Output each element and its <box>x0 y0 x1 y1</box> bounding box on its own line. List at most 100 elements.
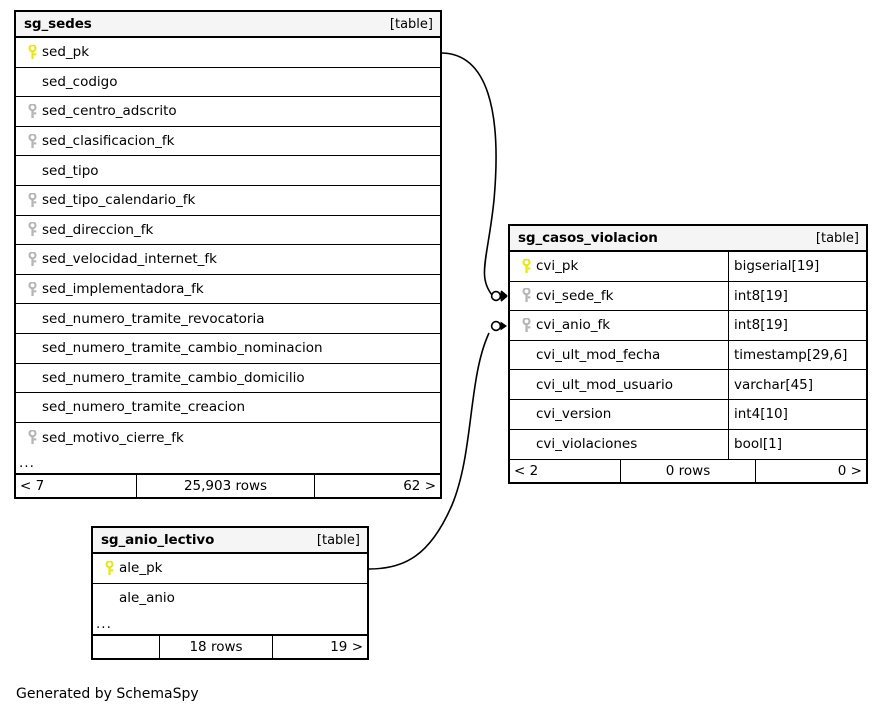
column-row[interactable]: sed_tipo_calendario_fk <box>16 186 440 216</box>
column-name: ale_anio <box>119 590 175 607</box>
column-row[interactable]: sed_numero_tramite_cambio_domicilio <box>16 364 440 394</box>
column-row[interactable]: cvi_anio_fk int8[19] <box>510 311 866 341</box>
column-row[interactable]: sed_velocidad_internet_fk <box>16 245 440 275</box>
footer-parents-count[interactable] <box>93 636 159 658</box>
column-row[interactable]: sed_centro_adscrito <box>16 97 440 127</box>
column-row[interactable]: sed_motivo_cierre_fk <box>16 423 440 453</box>
column-name: sed_velocidad_internet_fk <box>42 251 217 268</box>
table-sg-sedes[interactable]: sg_sedes [table] sed_pk sed_codigo sed_cen… <box>14 10 442 500</box>
column-name: sed_tipo_calendario_fk <box>42 192 196 209</box>
generated-by-caption: Generated by SchemaSpy <box>16 686 199 702</box>
column-row[interactable]: sed_numero_tramite_creacion <box>16 393 440 423</box>
column-row[interactable]: sed_tipo <box>16 156 440 186</box>
table-header-sg-casos-violacion: sg_casos_violacion [table] <box>510 226 866 252</box>
column-name-cell: sed_codigo <box>16 68 440 97</box>
column-name-cell: sed_numero_tramite_cambio_domicilio <box>16 364 440 393</box>
column-type: bigserial[19] <box>728 252 866 281</box>
column-name: cvi_anio_fk <box>536 317 611 334</box>
key-icon-slot <box>24 103 42 119</box>
table-kind-label: [table] <box>815 230 859 246</box>
footer-row-count: 0 rows <box>620 460 756 483</box>
column-name-cell: ale_pk <box>93 554 367 583</box>
primary-key-icon <box>521 258 531 273</box>
foreign-key-icon <box>521 288 531 303</box>
column-name: sed_implementadora_fk <box>42 281 204 298</box>
column-name-cell: sed_clasificacion_fk <box>16 127 440 156</box>
column-name: sed_direccion_fk <box>42 221 154 238</box>
column-name: sed_numero_tramite_cambio_domicilio <box>42 369 305 386</box>
footer-children-count[interactable]: 0 > <box>837 463 862 480</box>
column-name: sed_numero_tramite_creacion <box>42 399 246 416</box>
column-name-cell: sed_numero_tramite_cambio_nominacion <box>16 334 440 363</box>
table-footer-sg-anio-lectivo: 18 rows 19 > <box>93 635 367 659</box>
foreign-key-icon <box>27 222 37 237</box>
column-type: bool[1] <box>728 429 866 460</box>
column-name-cell: cvi_violaciones <box>510 430 728 460</box>
column-row[interactable]: sed_numero_tramite_revocatoria <box>16 304 440 334</box>
column-type: timestamp[29,6] <box>728 340 866 370</box>
column-name: sed_motivo_cierre_fk <box>42 429 184 446</box>
table-footer-sg-sedes: < 7 25,903 rows 62 > <box>16 474 440 498</box>
column-name: sed_numero_tramite_revocatoria <box>42 310 265 327</box>
column-row[interactable]: cvi_pk bigserial[19] <box>510 252 866 282</box>
table-title: sg_casos_violacion <box>518 230 658 246</box>
key-icon-slot <box>24 281 42 297</box>
column-list-sg-anio-lectivo: ale_pk ale_anio <box>93 554 367 613</box>
column-name-cell: sed_pk <box>16 38 440 67</box>
column-row[interactable]: sed_implementadora_fk <box>16 275 440 305</box>
column-row[interactable]: sed_pk <box>16 38 440 68</box>
column-row[interactable]: sed_codigo <box>16 68 440 98</box>
cardinality-zero-marker <box>490 290 502 302</box>
column-row[interactable]: sed_direccion_fk <box>16 216 440 246</box>
column-type: int8[19] <box>728 281 866 311</box>
table-header-sg-anio-lectivo: sg_anio_lectivo [table] <box>93 528 367 554</box>
column-name: sed_centro_adscrito <box>42 103 177 120</box>
column-name: sed_pk <box>42 44 90 61</box>
column-row[interactable]: sed_numero_tramite_cambio_nominacion <box>16 334 440 364</box>
column-row[interactable]: cvi_sede_fk int8[19] <box>510 281 866 312</box>
column-name-cell: sed_direccion_fk <box>16 216 440 245</box>
column-row[interactable]: sed_clasificacion_fk <box>16 127 440 157</box>
footer-parents-count[interactable]: < 7 <box>20 478 45 495</box>
column-list-sg-sedes: sed_pk sed_codigo sed_centro_adscrito sed_c… <box>16 38 440 452</box>
column-name-cell: sed_numero_tramite_revocatoria <box>16 304 440 333</box>
foreign-key-icon <box>27 103 37 118</box>
column-name: sed_codigo <box>42 73 118 90</box>
foreign-key-icon <box>27 192 37 207</box>
primary-key-icon <box>104 560 114 575</box>
footer-children-count[interactable]: 19 > <box>330 639 363 656</box>
key-icon-slot <box>24 222 42 237</box>
table-sg-anio-lectivo[interactable]: sg_anio_lectivo [table] ale_pk ale_anio .… <box>91 526 369 661</box>
column-name: cvi_pk <box>536 258 579 275</box>
more-columns-indicator: ... <box>16 452 440 475</box>
column-name-cell: cvi_ult_mod_fecha <box>510 341 728 370</box>
column-name: cvi_sede_fk <box>536 287 614 304</box>
column-name-cell: sed_velocidad_internet_fk <box>16 245 440 274</box>
column-type: int8[19] <box>728 311 866 340</box>
table-header-sg-sedes: sg_sedes [table] <box>16 12 440 38</box>
column-name-cell: sed_implementadora_fk <box>16 275 440 304</box>
footer-parents-count[interactable]: < 2 <box>514 463 539 480</box>
key-icon-slot <box>518 288 536 303</box>
key-icon-slot <box>518 258 536 274</box>
column-name-cell: ale_anio <box>93 584 367 614</box>
cardinality-many-marker <box>500 290 508 302</box>
footer-children-count[interactable]: 62 > <box>403 478 436 495</box>
primary-key-icon <box>27 44 37 59</box>
table-title: sg_sedes <box>24 16 92 32</box>
cardinality-many-marker <box>500 321 507 331</box>
column-name: sed_clasificacion_fk <box>42 133 175 150</box>
column-row[interactable]: ale_pk <box>93 554 367 584</box>
column-name-cell: cvi_sede_fk <box>510 282 728 311</box>
column-row[interactable]: ale_anio <box>93 584 367 614</box>
more-columns-indicator: ... <box>93 613 367 636</box>
footer-row-count: 25,903 rows <box>136 475 315 498</box>
column-name-cell: sed_tipo <box>16 156 440 185</box>
column-name: ale_pk <box>119 560 163 577</box>
table-sg-casos-violacion[interactable]: sg_casos_violacion [table] cvi_pk bigseri… <box>508 224 868 485</box>
column-name-cell: sed_numero_tramite_creacion <box>16 393 440 422</box>
